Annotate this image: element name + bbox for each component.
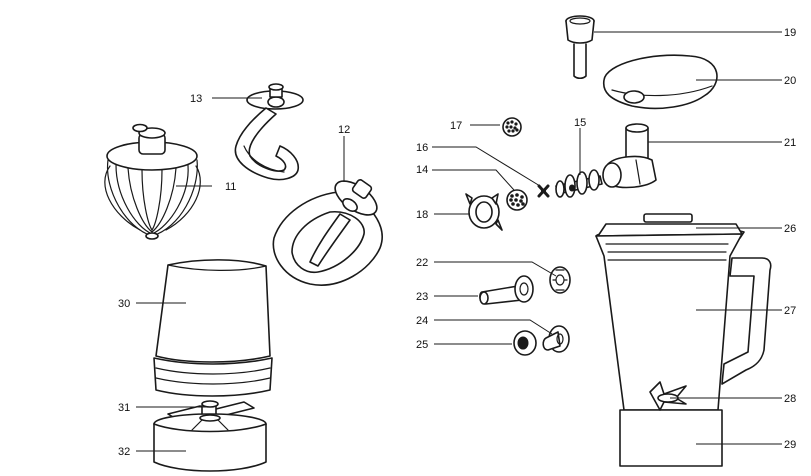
flat-beater-illustration: [272, 179, 383, 286]
part-label-21: 21: [784, 137, 796, 149]
sausage-nozzle-illustration: [479, 275, 534, 305]
worm-screw-illustration: [555, 169, 603, 198]
coarse-cutting-plate-illustration: [506, 189, 528, 211]
part-label-20: 20: [784, 75, 796, 87]
part-label-12: 12: [338, 124, 350, 136]
part-label-23: 23: [416, 291, 428, 303]
part-label-26: 26: [784, 223, 796, 235]
part-label-28: 28: [784, 393, 796, 405]
part-label-24: 24: [416, 315, 428, 327]
part-label-13: 13: [190, 93, 202, 105]
kebbe-cone-illustration: [542, 325, 570, 353]
part-label-15: 15: [574, 117, 586, 129]
part-label-19: 19: [784, 27, 796, 39]
part-label-30: 30: [118, 298, 130, 310]
kebbe-ring-illustration: [513, 330, 537, 356]
ring-nut-illustration: [465, 193, 503, 231]
part-number-labels: 11 12 13 14 15 16 17 18 19 20 21 22 23 2…: [118, 27, 796, 458]
part-label-31: 31: [118, 402, 130, 414]
part-label-14: 14: [416, 164, 428, 176]
blade-base-illustration: [153, 413, 267, 472]
dough-hook-illustration: [234, 83, 304, 181]
part-label-27: 27: [784, 305, 796, 317]
sausage-disc-illustration: [549, 266, 571, 294]
part-label-18: 18: [416, 209, 428, 221]
cross-blade-illustration: [537, 184, 550, 198]
part-label-11: 11: [225, 181, 236, 193]
food-tray-illustration: [602, 54, 718, 110]
part-label-17: 17: [450, 120, 462, 132]
part-label-22: 22: [416, 257, 428, 269]
part-label-32: 32: [118, 446, 130, 458]
large-blender-illustration: [595, 213, 772, 467]
balloon-whisk-illustration: [104, 123, 201, 240]
fine-cutting-plate-illustration: [502, 117, 522, 137]
small-blender-jar-illustration: [153, 259, 273, 397]
food-pusher-illustration: [565, 15, 595, 80]
part-label-29: 29: [784, 439, 796, 451]
leader-lines: [136, 31, 782, 452]
part-label-25: 25: [416, 339, 428, 351]
mincer-body-illustration: [602, 123, 657, 189]
part-label-16: 16: [416, 142, 428, 154]
